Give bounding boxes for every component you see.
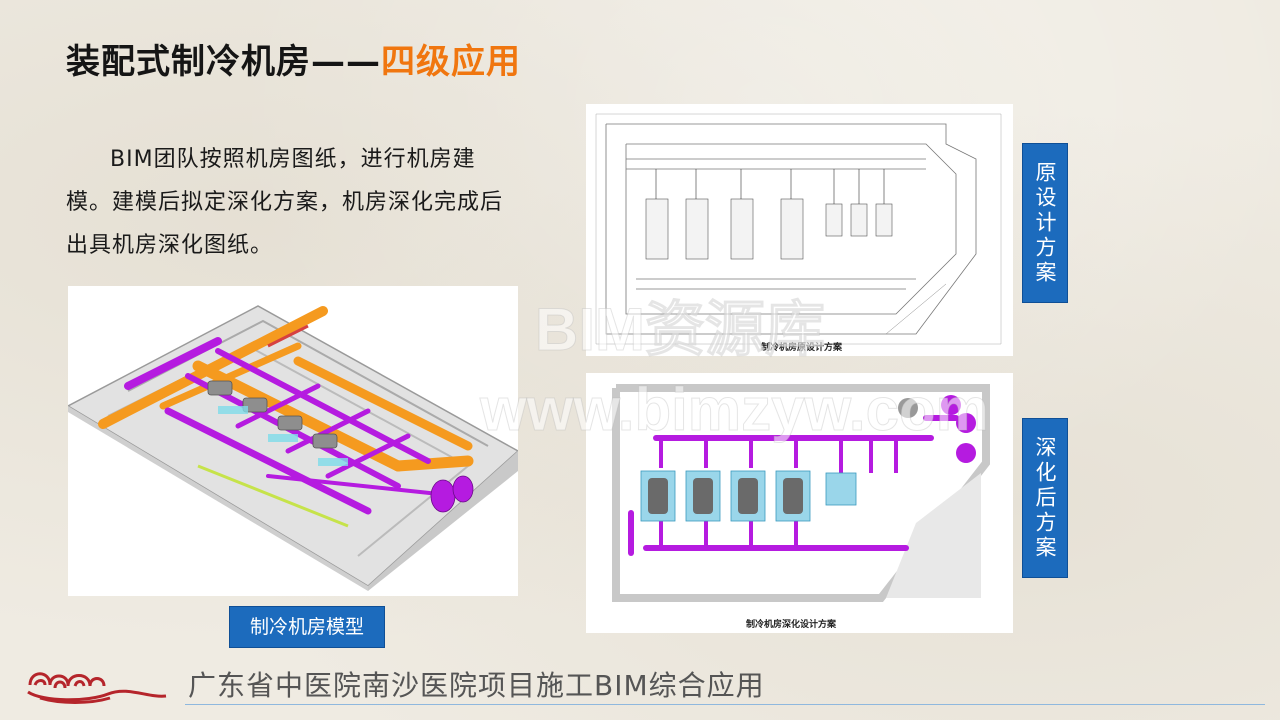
original-plan-caption: 制冷机房原设计方案 bbox=[761, 343, 843, 353]
title-accent: 四级应用 bbox=[381, 42, 521, 82]
page-title: 装配式制冷机房——四级应用 bbox=[66, 34, 521, 83]
title-main: 装配式制冷机房—— bbox=[66, 42, 381, 82]
deepened-plan-caption: 制冷机房深化设计方案 bbox=[746, 620, 837, 630]
footer-divider bbox=[185, 704, 1265, 705]
cloud-ornament-icon bbox=[20, 650, 170, 710]
chiller-room-model-image bbox=[68, 286, 518, 596]
footer-project-title: 广东省中医院南沙医院项目施工BIM综合应用 bbox=[188, 669, 765, 702]
intro-paragraph: BIM团队按照机房图纸，进行机房建模。建模后拟定深化方案，机房深化完成后出具机房… bbox=[66, 147, 504, 258]
original-design-label: 原设计方案 bbox=[1022, 143, 1068, 303]
deepened-design-label: 深化后方案 bbox=[1022, 418, 1068, 578]
model-caption-label: 制冷机房模型 bbox=[229, 606, 385, 648]
deepened-design-drawing: 制冷机房深化设计方案 bbox=[586, 373, 1013, 633]
original-design-drawing: 制冷机房原设计方案 bbox=[586, 104, 1013, 356]
